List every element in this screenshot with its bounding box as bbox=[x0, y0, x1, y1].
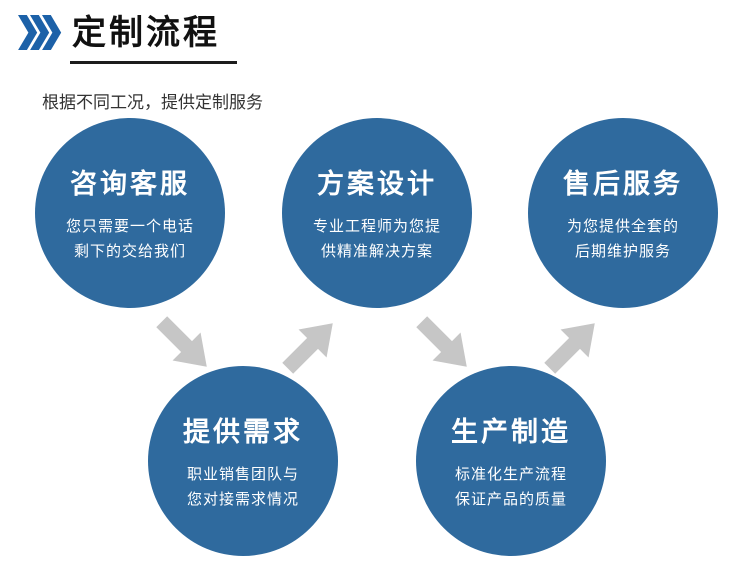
step-circle-aftersales: 售后服务 为您提供全套的 后期维护服务 bbox=[528, 118, 718, 308]
step-title: 售后服务 bbox=[563, 168, 683, 199]
step-desc: 职业销售团队与 您对接需求情况 bbox=[186, 465, 299, 508]
page-subtitle: 根据不同工况，提供定制服务 bbox=[42, 93, 263, 112]
flow-arrow-up-icon bbox=[533, 305, 612, 384]
step-circle-production: 生产制造 标准化生产流程 保证产品的质量 bbox=[416, 366, 606, 556]
flow-arrow-up-icon bbox=[271, 305, 350, 384]
step-title: 咨询客服 bbox=[70, 168, 190, 199]
step-title: 生产制造 bbox=[451, 416, 571, 447]
step-circle-consult: 咨询客服 您只需要一个电话 剩下的交给我们 bbox=[35, 118, 225, 308]
page-title: 定制流程 bbox=[72, 14, 220, 52]
flow-arrow-down-icon bbox=[405, 305, 484, 384]
step-desc: 为您提供全套的 后期维护服务 bbox=[566, 217, 679, 260]
step-circle-requirements: 提供需求 职业销售团队与 您对接需求情况 bbox=[148, 366, 338, 556]
step-circle-design: 方案设计 专业工程师为您提 供精准解决方案 bbox=[282, 118, 472, 308]
title-underline bbox=[70, 61, 237, 64]
step-desc: 标准化生产流程 保证产品的质量 bbox=[454, 465, 567, 508]
triple-chevron-right-icon bbox=[18, 15, 66, 57]
step-title: 方案设计 bbox=[317, 168, 437, 199]
step-desc: 您只需要一个电话 剩下的交给我们 bbox=[65, 217, 194, 260]
step-title: 提供需求 bbox=[183, 416, 303, 447]
flow-arrow-down-icon bbox=[145, 305, 224, 384]
step-desc: 专业工程师为您提 供精准解决方案 bbox=[312, 217, 441, 260]
